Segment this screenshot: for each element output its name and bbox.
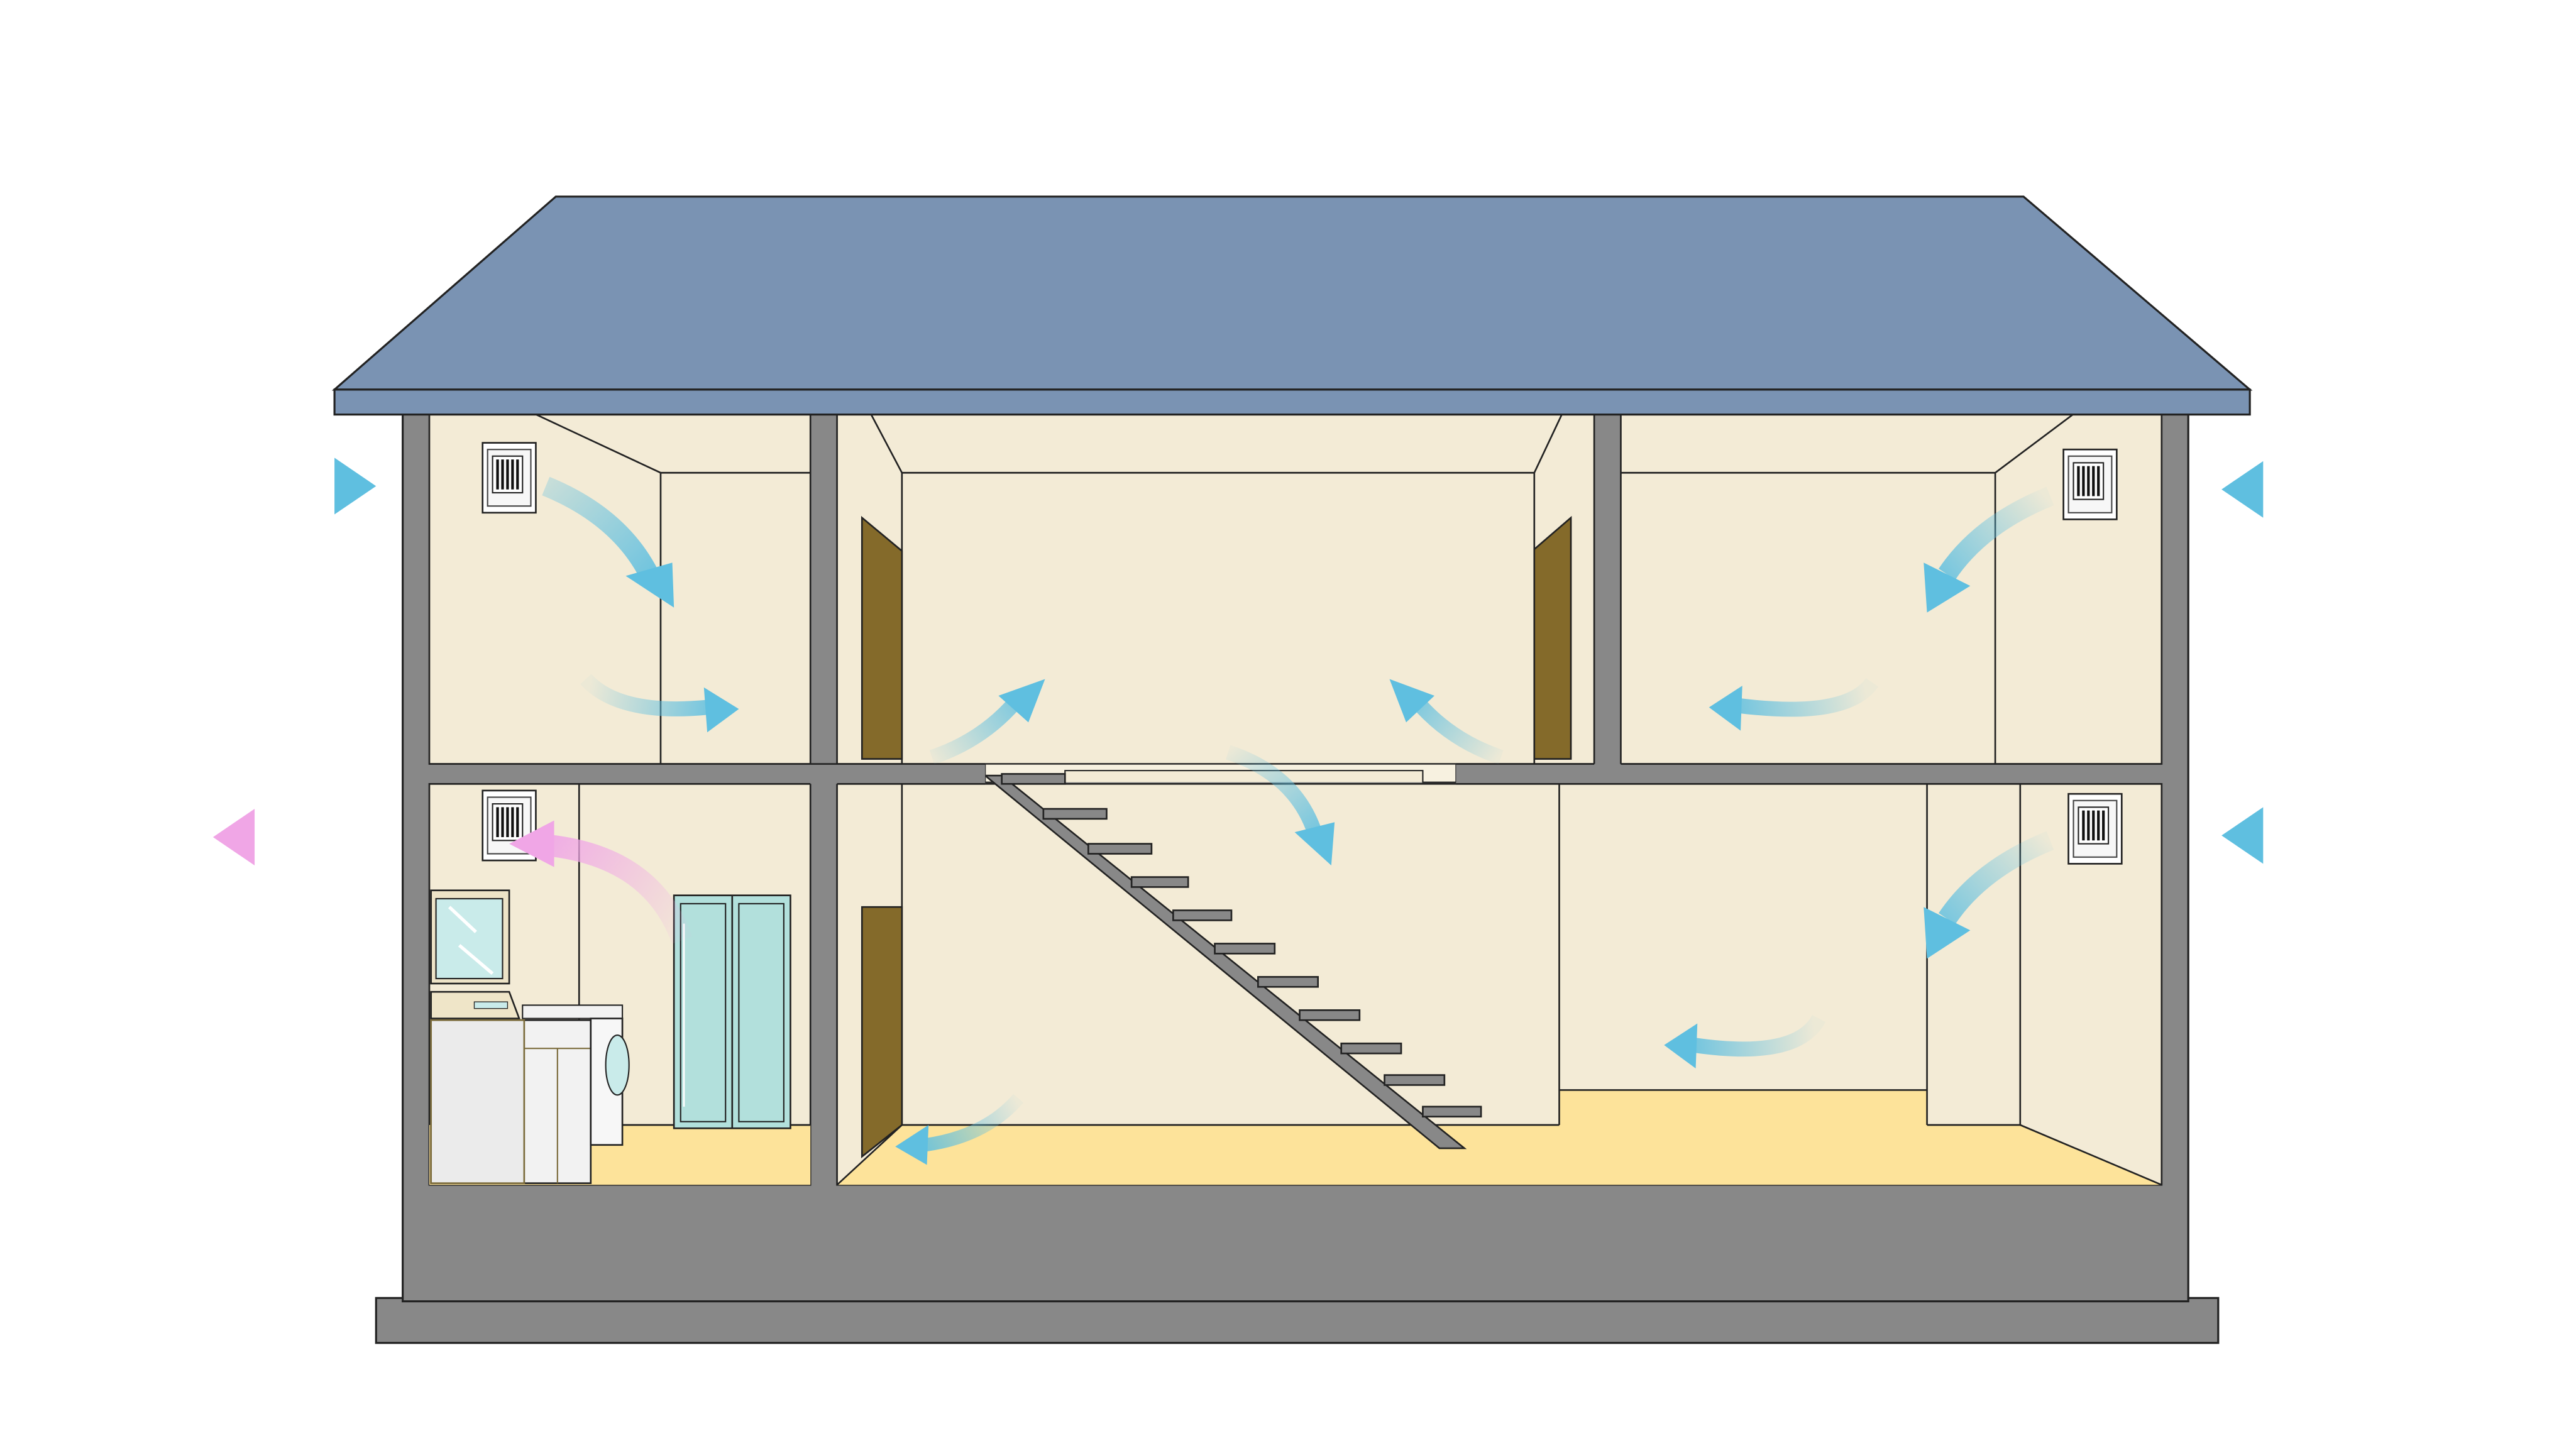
wooden-door (1533, 515, 1572, 760)
wooden-door (861, 515, 903, 760)
fresh-air-arrow (2221, 807, 2355, 864)
wall-vent-icon (2069, 794, 2122, 864)
fresh-air-arrow (929, 679, 1045, 765)
floor-slab (429, 763, 2162, 785)
fresh-air-arrow (1709, 677, 1879, 731)
fresh-air-arrow (2221, 461, 2355, 518)
fresh-air-arrow (1664, 1014, 1826, 1068)
glass-door (673, 894, 791, 1129)
room-lower-main (836, 782, 2163, 1186)
vanity-cabinet (430, 990, 592, 1184)
exhaust-air-arrows (212, 809, 693, 945)
staircase (983, 773, 1482, 1149)
fresh-air-arrow (1924, 486, 2054, 613)
exhaust-air-arrow (212, 809, 346, 866)
roof (331, 195, 2253, 416)
fresh-air-arrows (241, 458, 2355, 1165)
fresh-air-arrow (1389, 679, 1504, 765)
fresh-air-arrow (895, 1094, 1024, 1165)
wall-vent-icon (2064, 449, 2117, 519)
bathroom-mirror (430, 889, 510, 985)
fresh-air-arrow (241, 458, 377, 515)
wooden-door (861, 906, 903, 1159)
fresh-air-arrow (580, 674, 739, 733)
room-upper-center (836, 412, 1595, 765)
exhaust-air-arrow (509, 820, 693, 945)
washing-machine (522, 1004, 630, 1146)
fresh-air-arrow (542, 476, 674, 608)
wall-vent-icon (483, 443, 536, 513)
fresh-air-arrow (1924, 831, 2054, 959)
fresh-air-arrow (1225, 745, 1335, 866)
